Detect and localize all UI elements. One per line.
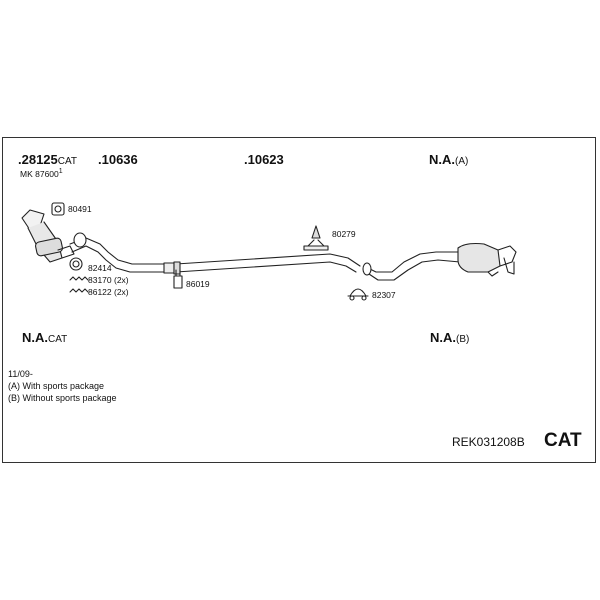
part-label-82414: 82414 (88, 263, 112, 273)
gasket-82414-drawing (69, 257, 83, 271)
note-a: (A) With sports package (8, 381, 105, 391)
part-label-10623: .10623 (244, 152, 284, 167)
note-b: (B) Without sports package (8, 393, 117, 403)
kit-code: REK031208B (452, 435, 525, 449)
part-label-na-b: N.A.(B) (430, 330, 470, 345)
gasket-80491-drawing (51, 202, 65, 216)
part-label-na-a: N.A.(A) (429, 152, 469, 167)
middle-pipe-drawing (173, 253, 361, 275)
part-label-80279: 80279 (332, 229, 356, 239)
part-label-na-cat: N.A.CAT (22, 330, 68, 345)
spring-83170-drawing (69, 276, 89, 281)
catalytic-converter-drawing (21, 209, 175, 274)
part-label-28125: .28125CAT (18, 152, 78, 167)
clamp-86019-drawing (173, 269, 183, 289)
part-label-83170: 83170 (2x) (88, 275, 129, 285)
clamp-82307-drawing (347, 288, 369, 301)
hanger-80279-drawing (303, 225, 329, 251)
diagram-frame (2, 137, 596, 463)
part-label-mk87600: MK 876001 (20, 168, 63, 179)
part-label-86019: 86019 (186, 279, 210, 289)
note-date: 11/09- (8, 369, 33, 379)
part-label-86122: 86122 (2x) (88, 287, 129, 297)
part-label-80491: 80491 (68, 204, 92, 214)
rear-muffler-drawing (362, 242, 517, 281)
part-label-82307: 82307 (372, 290, 396, 300)
part-label-10636: .10636 (98, 152, 138, 167)
kit-type: CAT (544, 430, 582, 451)
bolt-86122-drawing (69, 288, 89, 293)
